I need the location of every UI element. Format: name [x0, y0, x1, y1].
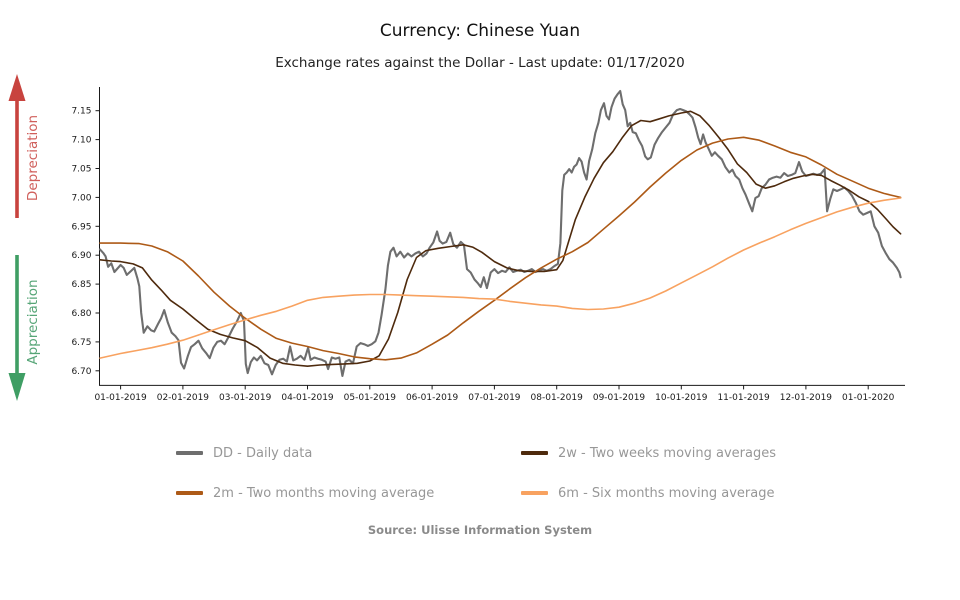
y-axis-tick-label: 6.75 — [71, 338, 91, 348]
series-line-2m — [99, 136, 902, 361]
legend-item-two-months: 2m - Two months moving average — [176, 484, 434, 502]
x-axis-tick-label: 01-01-2019 — [94, 393, 147, 403]
legend-item-six-months: 6m - Six months moving average — [521, 484, 774, 502]
x-axis-tick-label: 06-01-2019 — [406, 393, 459, 403]
x-axis-tick-label: 10-01-2019 — [655, 393, 708, 403]
plot-axes: 6.70 6.75 6.80 6.85 6.90 6.95 7.00 7.05 7.10 7.15… — [71, 87, 905, 403]
appreciation-label: Appreciation — [25, 279, 41, 364]
legend-label-2m: 2m - Two months moving average — [213, 485, 435, 501]
legend-label-6m: 6m - Six months moving average — [558, 485, 775, 501]
x-axis-tick-label: 09-01-2019 — [593, 393, 646, 403]
y-axis-tick-label: 7.15 — [71, 107, 91, 117]
legend-label-dd: DD - Daily data — [213, 445, 313, 461]
axis-spines — [99, 87, 905, 386]
legend-swatch-2m — [176, 491, 203, 495]
series-line-2w — [99, 110, 902, 368]
y-axis-tick-label: 7.00 — [71, 193, 91, 203]
depreciation-label: Depreciation — [25, 115, 41, 201]
y-axis-tick-label: 7.05 — [71, 165, 91, 175]
depreciation-arrowhead-icon — [8, 74, 26, 101]
plot-series — [98, 89, 902, 378]
x-axis-tick-label: 08-01-2019 — [531, 393, 584, 403]
x-axis-tick-label: 12-01-2019 — [780, 393, 833, 403]
appreciation-arrow-shaft — [15, 255, 19, 374]
legend-swatch-2w — [521, 451, 548, 455]
x-axis-tick-label: 01-01-2020 — [842, 393, 895, 403]
x-axis-tick-label: 03-01-2019 — [219, 393, 272, 403]
y-axis-tick-label: 6.90 — [71, 251, 91, 261]
y-axis-tick-label: 6.70 — [71, 367, 91, 377]
x-axis-tick-label: 05-01-2019 — [344, 393, 397, 403]
y-axis-tick-label: 6.95 — [71, 222, 91, 232]
x-axis-tick-label: 02-01-2019 — [157, 393, 210, 403]
legend-label-2w: 2w - Two weeks moving averages — [558, 445, 776, 461]
x-axis-tick-label: 11-01-2019 — [717, 393, 770, 403]
x-axis-tick-label: 04-01-2019 — [281, 393, 334, 403]
source-note: Source: Ulisse Information System — [367, 523, 593, 537]
legend-item-daily-data: DD - Daily data — [176, 444, 312, 462]
y-axis-tick-label: 6.85 — [71, 280, 91, 290]
chart-title: Currency: Chinese Yuan — [379, 21, 581, 41]
chart-subtitle: Exchange rates against the Dollar - Last… — [275, 55, 685, 71]
appreciation-arrowhead-icon — [8, 373, 26, 401]
y-axis-tick-label: 6.80 — [71, 309, 91, 319]
series-line-6m — [99, 197, 902, 359]
depreciation-arrow-shaft — [15, 99, 19, 218]
depreciation-arrow: Depreciation — [8, 74, 41, 218]
legend-swatch-dd — [176, 451, 203, 455]
y-axis-tick-label: 7.10 — [71, 136, 91, 146]
legend-item-two-weeks: 2w - Two weeks moving averages — [521, 444, 776, 462]
appreciation-arrow: Appreciation — [8, 255, 41, 401]
x-axis-tick-label: 07-01-2019 — [468, 393, 521, 403]
legend-swatch-6m — [521, 491, 548, 495]
